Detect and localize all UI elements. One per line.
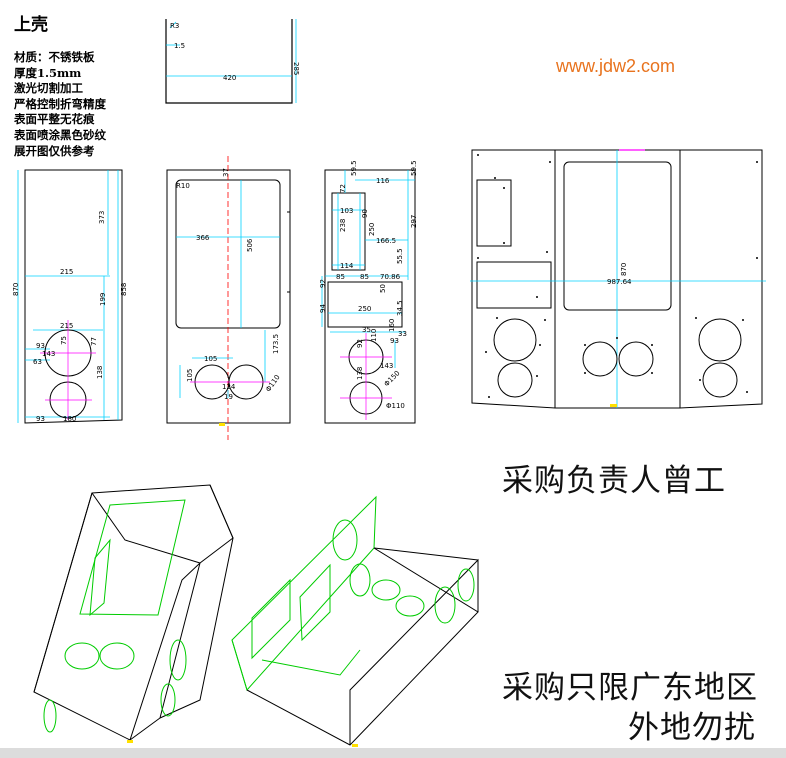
dim-50: 50 xyxy=(379,284,387,293)
top-view xyxy=(165,19,297,104)
dim-124: 124 xyxy=(222,383,236,391)
dim-77: 77 xyxy=(90,337,98,346)
dim-105-h: 105 xyxy=(204,355,217,363)
spec-coating: 表面喷涂黑色砂纹 xyxy=(14,127,106,142)
dim-143-back: 143 xyxy=(380,362,393,370)
dim-250-v: 250 xyxy=(368,223,376,236)
spec-thickness: 厚度1.5mm xyxy=(14,65,82,80)
dim-59-5-right: 59.5 xyxy=(410,160,418,176)
dim-215-mid: 215 xyxy=(60,322,73,330)
bottom-bar xyxy=(0,748,786,758)
dim-92-left: 92 xyxy=(319,279,327,288)
dim-250-h: 250 xyxy=(358,305,371,313)
dim-35: 35 xyxy=(362,326,371,334)
dim-63: 63 xyxy=(33,358,42,366)
dim-103: 103 xyxy=(340,207,353,215)
dim-59-5-left: 59.5 xyxy=(350,160,358,176)
dim-366: 366 xyxy=(196,234,210,242)
region-note-2: 外地勿扰 xyxy=(628,710,756,746)
dim-86-right: 85 xyxy=(360,273,369,281)
isometric-view-exploded xyxy=(231,495,479,747)
dim-phi150: Φ150 xyxy=(383,369,402,388)
dim-94: 94 xyxy=(319,304,327,313)
isometric-view-assembled xyxy=(33,484,234,743)
spec-reference: 展开图仅供参考 xyxy=(14,143,95,158)
dim-116: 116 xyxy=(376,177,390,185)
spec-process: 激光切割加工 xyxy=(14,81,83,96)
dim-70-86: 70.86 xyxy=(380,273,401,281)
dim-93-bottom: 93 xyxy=(36,415,45,423)
spec-list: 材质：不锈铁板 厚度1.5mm 激光切割加工 严格控制折弯精度 表面平整无花痕 … xyxy=(14,50,106,159)
dim-870-side: 870 xyxy=(12,283,20,296)
dim-506: 506 xyxy=(246,238,254,252)
dim-110: 110 xyxy=(370,329,378,342)
spec-material: 材质：不锈铁板 xyxy=(14,50,95,64)
dim-199: 199 xyxy=(99,293,107,306)
dim-215-top: 215 xyxy=(60,268,73,276)
dim-297: 297 xyxy=(410,215,418,228)
dim-858: 858 xyxy=(120,283,128,296)
dim-72: 72 xyxy=(339,184,347,193)
dim-987-64: 987.64 xyxy=(607,278,632,286)
dim-phi110-back: Φ110 xyxy=(386,402,405,410)
dim-373: 373 xyxy=(98,211,106,224)
dim-160: 160 xyxy=(388,319,396,332)
dim-33: 33 xyxy=(398,330,407,338)
watermark-url[interactable]: www.jdw2.com xyxy=(556,56,676,76)
dim-870-unfolded: 870 xyxy=(620,263,628,276)
front-panel xyxy=(166,156,291,440)
side-view xyxy=(17,169,123,424)
dim-37: 37 xyxy=(222,168,230,177)
dim-thickness: 1.5 xyxy=(174,42,185,50)
back-panel xyxy=(321,169,416,424)
dim-55-5: 55.5 xyxy=(396,248,404,264)
dim-143: 143 xyxy=(42,350,55,358)
dim-93-back: 93 xyxy=(390,337,399,345)
dim-75: 75 xyxy=(60,336,68,345)
dim-420: 420 xyxy=(223,74,236,82)
dim-r10: R10 xyxy=(176,182,190,190)
dim-173-5: 173.5 xyxy=(272,334,280,354)
dim-114: 114 xyxy=(340,262,354,270)
dim-90: 90 xyxy=(361,209,369,218)
dim-138-back: 138 xyxy=(356,367,364,380)
dim-238: 238 xyxy=(339,219,347,232)
dim-180: 180 xyxy=(63,415,76,423)
page-title: 上壳 xyxy=(14,15,48,35)
dim-phi110: Φ110 xyxy=(264,373,281,393)
region-note: 采购只限广东地区 xyxy=(502,670,758,706)
dim-19: 19 xyxy=(224,393,233,401)
dim-138: 138 xyxy=(96,366,104,379)
contact-note: 采购负责人曾工 xyxy=(502,463,726,499)
dim-86-left: 85 xyxy=(336,273,345,281)
spec-surface: 表面平整无花痕 xyxy=(14,112,95,127)
dim-92-back: 92 xyxy=(356,339,364,348)
dim-r3: R3 xyxy=(170,22,179,30)
mounting-holes xyxy=(477,154,758,398)
dim-285: 285 xyxy=(292,62,300,75)
dim-166-5: 166.5 xyxy=(376,237,396,245)
dim-105-v: 105 xyxy=(186,369,194,382)
unfolded-sheet xyxy=(470,149,766,409)
dim-34-5: 34.5 xyxy=(396,300,404,316)
spec-bending: 严格控制折弯精度 xyxy=(14,96,106,111)
dim-93-left: 93 xyxy=(36,342,45,350)
